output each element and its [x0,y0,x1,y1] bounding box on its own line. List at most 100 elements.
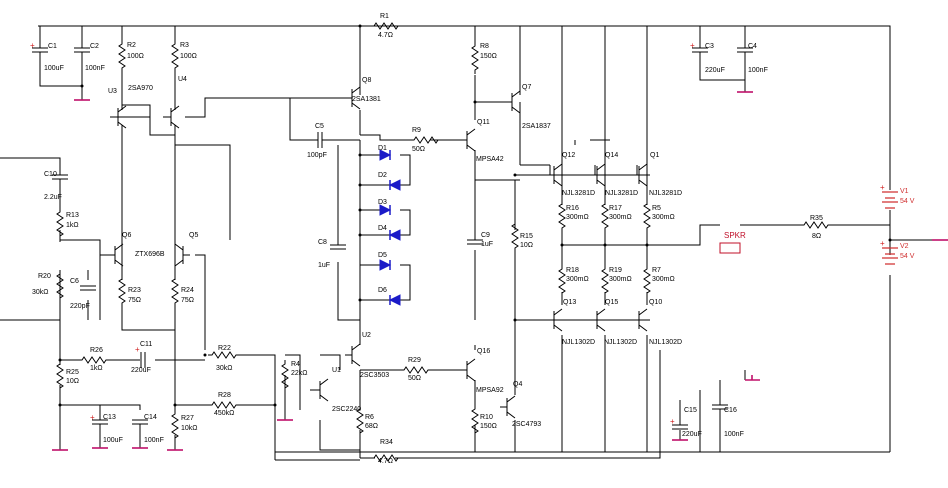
label-r8: R8 [480,43,489,50]
label-q12-type: NJL3281D [562,190,595,197]
label-c5: C5 [315,123,324,130]
label-c6-value: 220pF [70,303,90,310]
label-u3-type: 2SA970 [128,85,153,92]
label-c1-value: 100uF [44,65,64,72]
label-r4: R4 [291,361,300,368]
label-r15-value: 10Ω [520,242,533,249]
label-c4-value: 100nF [748,67,768,74]
svg-text:+: + [90,413,95,422]
label-v2: V2 [900,243,909,250]
label-r4-value: 22kΩ [291,370,308,377]
label-r26: R26 [90,347,103,354]
batteries: + + [880,183,898,265]
transistors [108,86,648,419]
label-r25-value: 10Ω [66,378,79,385]
label-r34: R34 [380,439,393,446]
label-r19-value: 300mΩ [609,276,632,283]
label-c2: C2 [90,43,99,50]
label-c15: C15 [684,407,697,414]
label-r28-value: 450kΩ [214,410,234,417]
label-r5-value: 300mΩ [652,214,675,221]
label-c2-value: 100nF [85,65,105,72]
label-d6: D6 [378,287,387,294]
label-q4: Q4 [513,381,522,388]
resistors [56,22,833,462]
label-c10: C10 [44,171,57,178]
label-r6: R6 [365,414,374,421]
label-q15: Q15 [605,299,618,306]
label-q7-type: 2SA1837 [522,123,551,130]
label-q16: Q16 [477,348,490,355]
label-r20-value: 30kΩ [32,289,49,296]
capacitors: + + + + + [30,41,753,440]
svg-text:+: + [690,41,695,50]
label-c13: C13 [103,414,116,421]
label-r29: R29 [408,357,421,364]
label-v2-value: 54 V [900,253,915,260]
label-r15: R15 [520,233,533,240]
svg-text:+: + [880,183,885,192]
label-q11-type: MPSA42 [476,156,504,163]
label-r22-value: 30kΩ [216,365,233,372]
label-c8: C8 [318,239,327,246]
label-u2-type: 2SC3503 [360,372,389,379]
label-v1: V1 [900,188,909,195]
label-q6: Q6 [122,232,131,239]
label-r13: R13 [66,212,79,219]
label-r17-value: 300mΩ [609,214,632,221]
label-r27: R27 [181,415,194,422]
label-q8-type: 2SA1381 [352,96,381,103]
label-q1-type: NJL3281D [649,190,682,197]
label-r35: R35 [810,215,823,222]
label-q10: Q10 [649,299,662,306]
label-r7: R7 [652,267,661,274]
label-r16-value: 300mΩ [566,214,589,221]
label-q11: Q11 [477,119,490,126]
label-r2-value: 100Ω [127,53,144,60]
label-q13: Q13 [563,299,576,306]
label-q16-type: MPSA92 [476,387,504,394]
label-r35-value: 8Ω [812,233,821,240]
label-c1: C1 [48,43,57,50]
label-q15-type: NJL1302D [604,339,637,346]
label-q8: Q8 [362,77,371,84]
label-r10: R10 [480,414,493,421]
label-r1-value: 4.7Ω [378,32,393,39]
label-q5: Q5 [189,232,198,239]
label-u4: U4 [178,76,187,83]
label-q10-type: NJL1302D [649,339,682,346]
label-r29-value: 50Ω [408,375,421,382]
label-q5-q6-type: ZTX696B [135,251,165,258]
label-q4-type: 2SC4793 [512,421,541,428]
label-q12: Q12 [562,152,575,159]
label-c9-value: 1uF [481,241,493,248]
label-c6: C6 [70,278,79,285]
label-r18: R18 [566,267,579,274]
label-q1: Q1 [650,152,659,159]
svg-text:+: + [30,41,35,50]
label-c14: C14 [144,414,157,421]
label-r22: R22 [218,345,231,352]
label-c13-value: 100uF [103,437,123,444]
junction-dots [58,24,892,407]
label-v1-value: 54 V [900,198,915,205]
label-r2: R2 [127,42,136,49]
label-spkr: SPKR [724,231,746,240]
label-c3-value: 220uF [705,67,725,74]
label-r34-value: 4.7Ω [378,458,393,465]
label-r26-value: 1kΩ [90,365,103,372]
svg-text:+: + [135,345,140,354]
label-r23-value: 75Ω [128,297,141,304]
label-q7: Q7 [522,84,531,91]
label-c4: C4 [748,43,757,50]
component-labels: R1 4.7Ω C1 100uF C2 100nF R2 100Ω R3 100… [32,13,915,465]
label-c9: C9 [481,232,490,239]
label-q14: Q14 [605,152,618,159]
label-r3-value: 100Ω [180,53,197,60]
label-r27-value: 10kΩ [181,425,198,432]
label-d4: D4 [378,225,387,232]
label-u1-type: 2SC2240 [332,406,361,413]
label-r13-value: 1kΩ [66,222,79,229]
label-r23: R23 [128,287,141,294]
